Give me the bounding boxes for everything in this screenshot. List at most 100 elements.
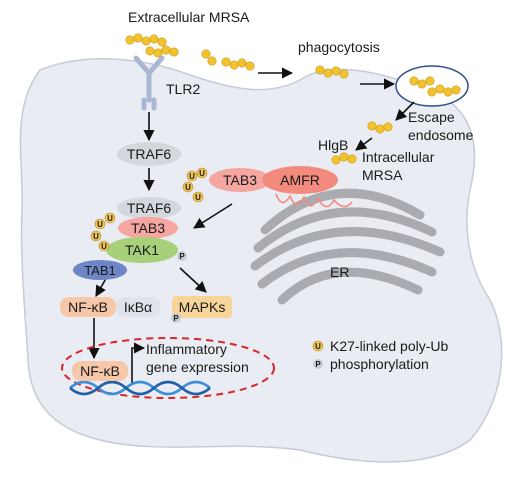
- gene-expression-label-line2: gene expression: [146, 359, 249, 375]
- bacterium-icon: [331, 155, 341, 165]
- bacterium-icon: [141, 36, 151, 46]
- intracellular-label-line1: Intracellular: [362, 149, 435, 165]
- phosphorylation-icon: [313, 359, 323, 369]
- bacterium-icon: [161, 45, 171, 55]
- traf6-label: TRAF6: [127, 146, 172, 162]
- bacterium-icon: [133, 33, 143, 43]
- bacterium-icon: [201, 49, 211, 59]
- bacterium-icon: [339, 152, 349, 162]
- extracellular-bacteria: [125, 33, 349, 79]
- traf6-complex-label: TRAF6: [127, 200, 172, 216]
- tlr2-receptor: [133, 55, 165, 111]
- bacterium-icon: [315, 65, 325, 75]
- tlr2-label: TLR2: [166, 81, 200, 97]
- arrow-to-hlgb: [355, 137, 373, 151]
- mapks-node: [172, 296, 232, 318]
- bacterium-icon: [339, 69, 349, 79]
- ubiquitin-icon: [196, 167, 208, 179]
- arrows: [88, 67, 415, 384]
- tab1-label: TAB1: [84, 263, 116, 278]
- ubiquitin-icon: [182, 181, 194, 193]
- tab3-complex-node: [118, 217, 178, 239]
- ubiquitin-mark: U: [97, 220, 103, 229]
- bacterium-icon: [149, 34, 159, 44]
- bacterium-icon: [229, 60, 239, 70]
- ubiquitin-mark: U: [101, 242, 107, 251]
- ikba-label: IκBα: [124, 299, 152, 315]
- dna-helix: [69, 380, 211, 396]
- tak1-label: TAK1: [125, 242, 159, 258]
- ubiquitin-chain-complex: U U U U: [90, 212, 116, 252]
- tab3-upper-label: TAB3: [223, 172, 257, 188]
- bacterium-icon: [331, 66, 341, 76]
- tak1-node: [106, 237, 178, 263]
- ubiquitin-mark: U: [107, 214, 113, 223]
- legend-ub-entry: U K27-linked poly-Ub: [312, 338, 448, 354]
- ubiquitin-icon: [104, 212, 116, 224]
- er-label: ER: [330, 264, 349, 280]
- bacterium-icon: [207, 56, 217, 66]
- nfkb-cytoplasm-label: NF-κB: [68, 299, 108, 315]
- bacterium-icon: [153, 48, 163, 58]
- phosphorylation-tak1: P: [177, 251, 187, 261]
- bacterium-icon: [237, 58, 247, 68]
- amfr-label: AMFR: [280, 172, 320, 188]
- bacterium-icon: [125, 35, 135, 45]
- endosome-bacteria: [409, 76, 461, 97]
- ubiquitin-mark: U: [315, 342, 321, 351]
- ubiquitin-icon: [192, 191, 204, 203]
- nucleus-boundary: [61, 337, 275, 399]
- bacterium-icon: [323, 68, 333, 78]
- ubiquitin-icon: [90, 230, 102, 242]
- legend-p-entry: P phosphorylation: [313, 356, 429, 372]
- endoplasmic-reticulum: [250, 188, 445, 305]
- ubiquitin-mark: U: [185, 183, 191, 192]
- bacterium-icon: [157, 37, 167, 47]
- phosphorylation-mark: P: [179, 252, 185, 261]
- nfkb-nucleus-label: NF-κB: [80, 363, 120, 379]
- tab3-upper-node: [209, 168, 271, 192]
- hlgb-label: HlgB: [318, 137, 348, 153]
- phosphorylation-mark: P: [173, 314, 179, 323]
- bacterium-icon: [375, 124, 385, 134]
- bacterium-icon: [417, 79, 427, 89]
- bacterium-icon: [435, 84, 445, 94]
- bacterium-icon: [145, 46, 155, 56]
- arrow-escape: [395, 101, 415, 121]
- escape-label-line2: endosome: [408, 127, 474, 143]
- phagocytosis-label: phagocytosis: [298, 39, 380, 55]
- gene-expression-label-line1: Inflammatory: [146, 341, 227, 357]
- traf6-complex-node: [117, 197, 181, 219]
- ubiquitin-mark: U: [195, 193, 201, 202]
- tab1-node: [73, 260, 127, 280]
- intracellular-label-line2: MRSA: [362, 167, 403, 183]
- mapks-label: MAPKs: [179, 299, 226, 315]
- bacterium-icon: [347, 154, 357, 164]
- phosphorylation-mapks: P: [171, 313, 181, 323]
- ubiquitin-icon: [186, 170, 198, 182]
- bacterium-icon: [443, 87, 453, 97]
- bacterium-icon: [221, 57, 231, 67]
- nfkb-cytoplasm-node: [60, 297, 116, 317]
- phosphorylation-icon: [171, 313, 181, 323]
- bacterium-icon: [383, 122, 393, 132]
- legend-p-label: phosphorylation: [330, 356, 429, 372]
- arrow-to-mapks: [179, 267, 207, 293]
- arrow-gene-expression: [131, 342, 146, 384]
- extracellular-mrsa-label: Extracellular MRSA: [128, 9, 250, 25]
- intracellular-bacteria: [331, 152, 357, 165]
- escaped-bacteria: [367, 121, 393, 134]
- bacterium-icon: [367, 121, 377, 131]
- ikba-node: [116, 297, 160, 317]
- ubiquitin-mark: U: [199, 169, 205, 178]
- ubiquitin-mark: U: [189, 172, 195, 181]
- tab3-complex-label: TAB3: [131, 220, 165, 236]
- ubiquitin-mark: U: [93, 232, 99, 241]
- nfkb-nucleus-node: [72, 361, 128, 381]
- bacterium-icon: [427, 87, 437, 97]
- ubiquitin-icon: [98, 240, 110, 252]
- bacterium-icon: [169, 47, 179, 57]
- ubiquitin-icon: [94, 218, 106, 230]
- amfr-node: [262, 166, 338, 194]
